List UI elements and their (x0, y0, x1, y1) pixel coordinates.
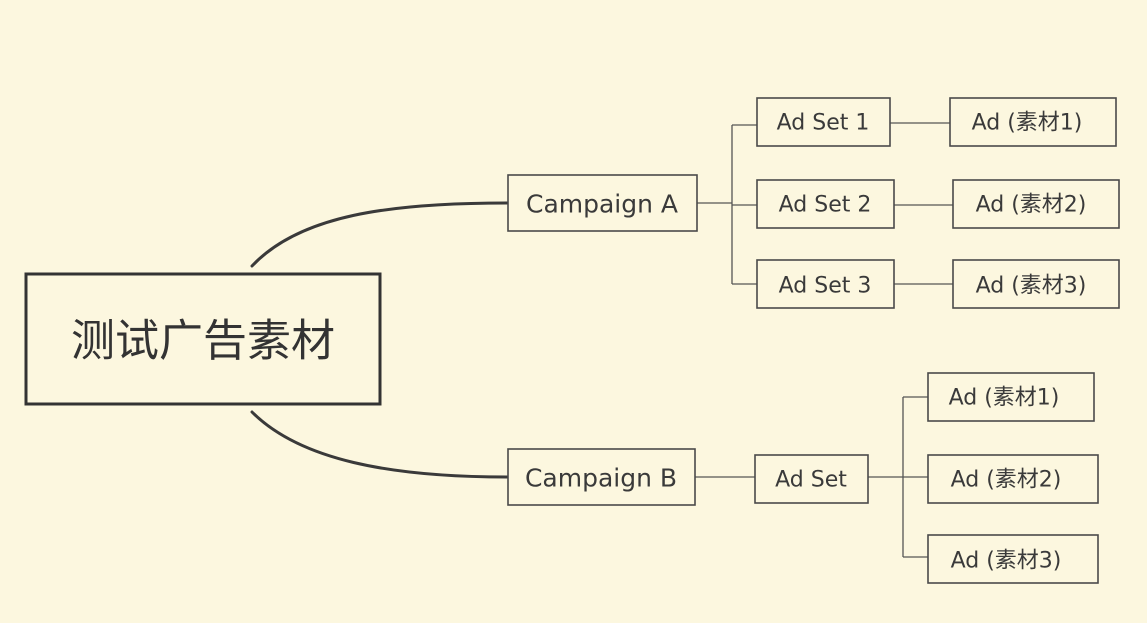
ad-set-1-ad-label: Ad (素材1) (972, 111, 1083, 136)
campaign-b-node: Campaign B (507, 448, 696, 506)
ad-set-1-node: Ad Set 1 (756, 97, 891, 147)
root-label: 测试广告素材 (71, 316, 335, 367)
campaign-a-node: Campaign A (507, 174, 698, 232)
campaign-b-ad-3-label: Ad (素材3) (951, 549, 1062, 574)
ad-set-3-label: Ad Set 3 (779, 274, 872, 299)
campaign-a-connectors (697, 122, 953, 285)
ad-set-3-ad-label: Ad (素材3) (976, 274, 1087, 299)
ad-set-2-label: Ad Set 2 (779, 193, 872, 218)
ad-set-1-ad-node: Ad (素材1) (949, 97, 1117, 147)
campaign-b-ad-2-node: Ad (素材2) (927, 454, 1099, 504)
campaign-b-ad-3-node: Ad (素材3) (927, 534, 1099, 584)
ad-set-2-ad-node: Ad (素材2) (952, 179, 1120, 229)
root-node: 测试广告素材 (24, 272, 382, 406)
campaign-b-connectors (695, 396, 928, 558)
campaign-a-label: Campaign A (526, 190, 678, 219)
ad-set-3-node: Ad Set 3 (756, 259, 895, 309)
campaign-b-ad-2-label: Ad (素材2) (951, 468, 1062, 493)
ad-set-1-label: Ad Set 1 (777, 111, 870, 136)
branch-root-campaign-b (250, 410, 509, 479)
ad-set-2-ad-label: Ad (素材2) (976, 193, 1087, 218)
campaign-b-ad-set-label: Ad Set (775, 468, 847, 493)
ad-set-2-node: Ad Set 2 (756, 179, 895, 229)
ad-set-3-ad-node: Ad (素材3) (952, 259, 1120, 309)
campaign-b-label: Campaign B (525, 464, 677, 493)
campaign-b-ad-1-node: Ad (素材1) (927, 372, 1095, 422)
campaign-b-ad-set-node: Ad Set (754, 454, 869, 504)
branch-root-campaign-a (250, 201, 509, 268)
campaign-b-ad-1-label: Ad (素材1) (949, 386, 1060, 411)
